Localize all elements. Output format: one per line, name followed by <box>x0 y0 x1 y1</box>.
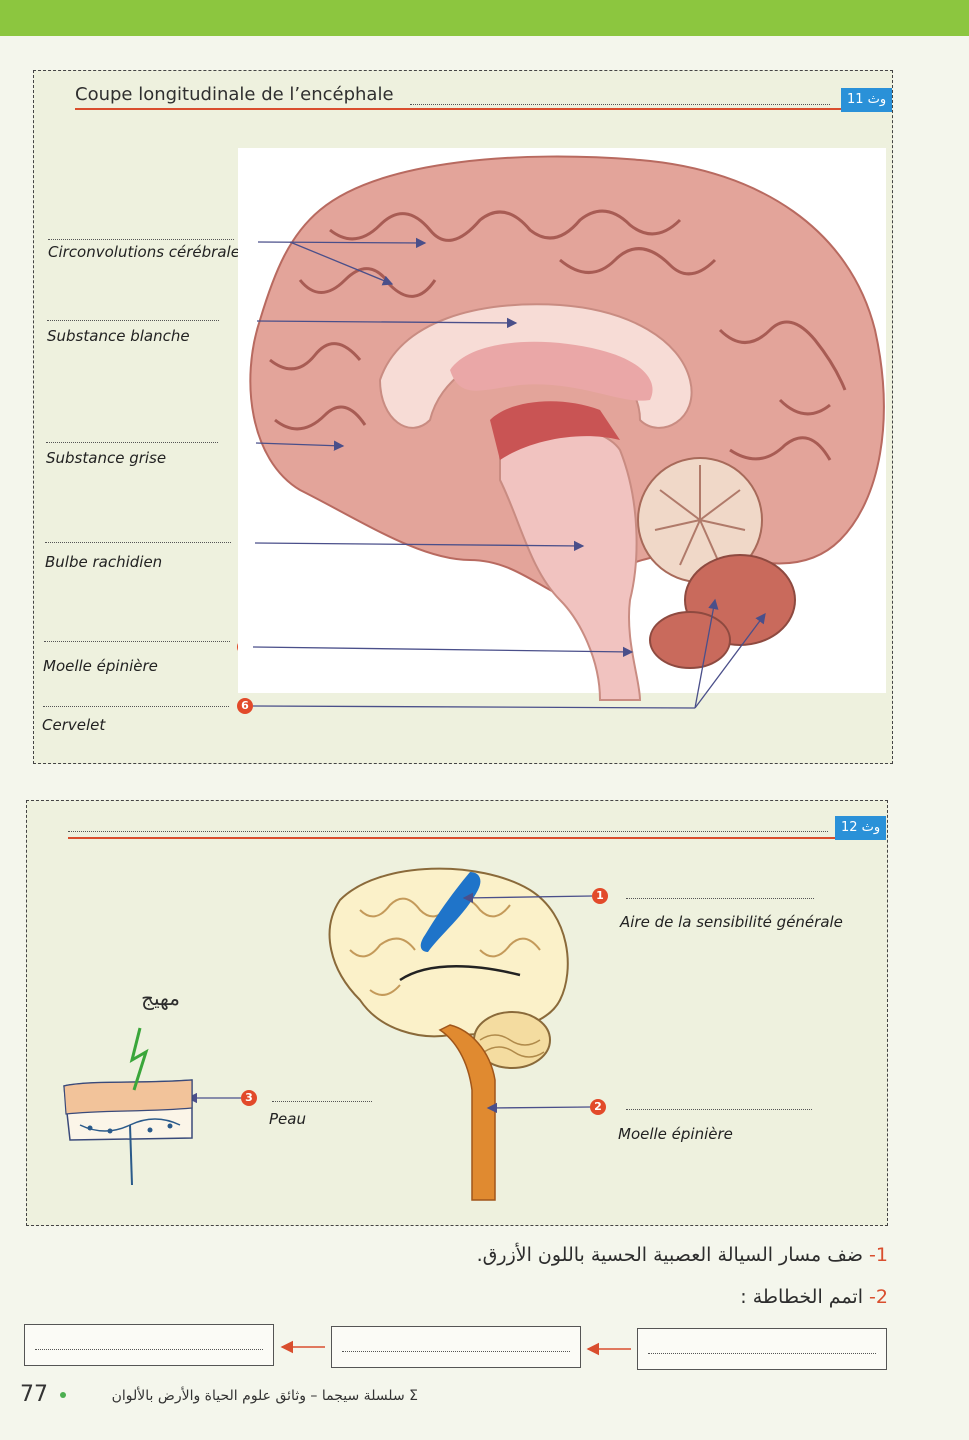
label-cervelet: Cervelet <box>42 716 106 734</box>
doc12-blank-2 <box>626 1109 812 1110</box>
question-2-text: اتمم الخطاطة : <box>740 1286 863 1308</box>
marker-1: 1 <box>242 234 258 250</box>
label-moelle-epiniere: Moelle épinière <box>43 657 158 675</box>
question-1-number: 1- <box>869 1244 888 1266</box>
doc12-marker-2: 2 <box>590 1099 606 1115</box>
label-aire-sensibilite: Aire de la sensibilité générale <box>620 913 843 931</box>
marker-6: 6 <box>237 698 253 714</box>
blank-line-2 <box>47 320 219 321</box>
footer-bullet <box>60 1392 66 1398</box>
label-bulbe-rachidien: Bulbe rachidien <box>45 553 163 571</box>
doc12-title-rule <box>68 837 878 839</box>
top-color-bar <box>0 0 969 36</box>
blank-line-6 <box>43 706 229 707</box>
blank-line-4 <box>45 542 231 543</box>
label-circonvolutions: Circonvolutions cérébrales <box>48 243 248 261</box>
doc11-title: Coupe longitudinale de l’encéphale <box>75 84 394 105</box>
doc11-title-rule <box>75 108 885 110</box>
blank-line-3 <box>46 442 218 443</box>
answer-box-2[interactable] <box>331 1326 581 1368</box>
footer-series-title: Σ سلسلة سيجما – وثائق علوم الحياة والأرض… <box>111 1388 418 1404</box>
blank-line-1 <box>48 239 234 240</box>
page-number: 77 <box>20 1382 48 1407</box>
document-11-panel <box>33 70 893 764</box>
answer-box-1[interactable] <box>637 1328 887 1370</box>
doc11-title-blank <box>410 104 830 105</box>
marker-3: 3 <box>240 435 256 451</box>
question-2-number: 2- <box>869 1286 888 1308</box>
marker-5: 5 <box>237 639 253 655</box>
label-substance-blanche: Substance blanche <box>47 327 190 345</box>
question-1-text: ضف مسار السيالة العصبية الحسية باللون ال… <box>476 1244 863 1266</box>
answer-box-3[interactable] <box>24 1324 274 1366</box>
doc12-title-blank <box>68 831 828 832</box>
doc12-blank-3 <box>272 1101 372 1102</box>
label-substance-grise: Substance grise <box>46 449 167 467</box>
blank-line-5 <box>44 641 230 642</box>
stimulus-label: مهيج <box>141 986 180 1010</box>
doc12-blank-1 <box>626 898 814 899</box>
question-1: 1- ضف مسار السيالة العصبية الحسية باللون… <box>380 1244 888 1266</box>
doc12-marker-1: 1 <box>592 888 608 904</box>
marker-2: 2 <box>241 313 257 329</box>
marker-4: 4 <box>239 535 255 551</box>
doc12-badge: وث 12 <box>835 816 887 840</box>
label-moelle-epiniere-2: Moelle épinière <box>618 1125 733 1143</box>
doc11-badge: وث 11 <box>841 88 893 112</box>
label-peau: Peau <box>269 1110 306 1128</box>
document-12-panel <box>26 800 888 1226</box>
question-2: 2- اتمم الخطاطة : <box>600 1286 888 1308</box>
doc12-marker-3: 3 <box>241 1090 257 1106</box>
